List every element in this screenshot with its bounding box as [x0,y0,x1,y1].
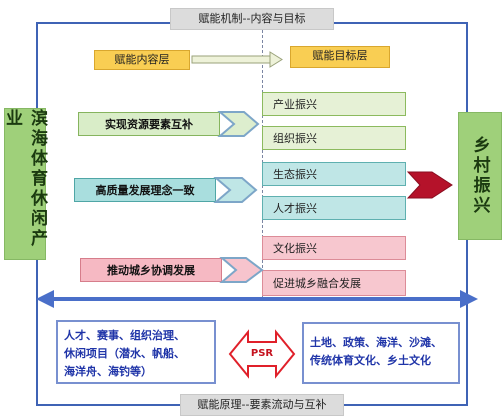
left-elements-line: 人才、赛事、组织治理、 [64,329,185,342]
bottom-caption: 赋能原理--要素流动与互补 [180,394,344,416]
target-row-ecology: 生态振兴 [262,162,406,186]
left-elements-line: 海洋舟、海钓等） [64,365,152,378]
target-row-industry: 产业振兴 [262,92,406,116]
top-caption: 赋能机制--内容与目标 [170,8,334,30]
left-side-label: 滨海体育休闲产业 [2,108,47,260]
right-elements-line: 传统体育文化、乡土文化 [310,354,431,367]
double-arrow-horizontal [36,290,478,308]
target-row-culture: 文化振兴 [262,236,406,260]
mechanism-box-urban-rural: 推动城乡协调发展 [80,258,222,282]
psr-double-arrow [228,329,296,379]
target-row-integration: 促进城乡融合发展 [262,270,406,296]
chevron-arrow-urban-rural [219,257,264,283]
layer-arrow [191,51,283,68]
red-chevron-arrow [406,171,453,199]
left-elements-box: 人才、赛事、组织治理、 休闲项目（潜水、帆船、 海洋舟、海钓等） [56,320,216,384]
right-elements-line: 土地、政策、海洋、沙滩、 [310,336,442,349]
content-layer-box: 赋能内容层 [94,50,190,70]
mechanism-box-quality: 高质量发展理念一致 [74,178,216,202]
psr-label: PSR [250,348,274,359]
target-row-organization: 组织振兴 [262,126,406,150]
mechanism-box-resources: 实现资源要素互补 [78,112,220,136]
chevron-arrow-resources [217,111,260,137]
target-layer-box: 赋能目标层 [290,46,390,68]
right-side-label: 乡村振兴 [458,112,502,240]
target-row-talent: 人才振兴 [262,196,406,220]
left-elements-line: 休闲项目（潜水、帆船、 [64,347,185,360]
chevron-arrow-quality [213,177,258,203]
right-elements-box: 土地、政策、海洋、沙滩、 传统体育文化、乡土文化 [302,322,460,384]
